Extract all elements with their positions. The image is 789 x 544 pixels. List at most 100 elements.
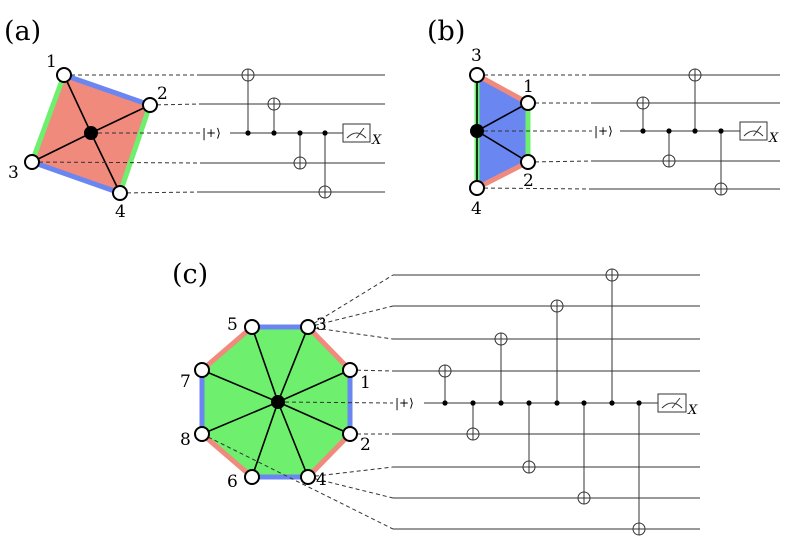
measurement-label: X: [687, 403, 698, 418]
edge-c-2-4: [305, 431, 353, 480]
ancilla-label: |+⟩: [594, 124, 613, 138]
vertex-label: 2: [360, 435, 371, 455]
spoke: [201, 369, 279, 403]
connector: [119, 191, 201, 194]
ancilla-label: |+⟩: [395, 396, 414, 410]
measurement-box: [657, 393, 687, 413]
spoke: [277, 401, 351, 435]
cnot-gate: [438, 364, 452, 406]
qubit-node: [112, 185, 128, 201]
measurement-box: [739, 121, 768, 141]
ancilla-node: [84, 126, 98, 140]
cnot-gate: [522, 400, 536, 474]
cnot-gate: [605, 268, 619, 406]
panel-a: (a) 1 2 3 4 |+⟩: [4, 16, 385, 222]
cnot-gate: [466, 400, 480, 441]
edge-b-2-4: [474, 159, 531, 191]
edge-b-3-1: [474, 72, 531, 106]
qubit-node: [300, 469, 316, 485]
connector: [307, 305, 394, 328]
edge-c-6-8: [199, 431, 255, 480]
ancilla-node: [271, 395, 285, 409]
qubit-node: [244, 319, 260, 335]
edge-a-3-1: [29, 72, 67, 165]
vertex-label: 3: [471, 46, 482, 66]
vertex-label: 4: [471, 199, 482, 219]
measurement-label: X: [768, 131, 779, 146]
vertex-label: 7: [180, 372, 191, 392]
cnot-gate: [318, 130, 332, 199]
spoke: [251, 401, 279, 478]
spoke: [277, 369, 351, 403]
connector: [149, 103, 201, 106]
qubit-node: [342, 426, 358, 442]
spoke: [476, 130, 529, 163]
connector: [527, 160, 593, 163]
vertex-label: 5: [227, 315, 238, 335]
qubit-node: [194, 362, 210, 378]
qubit-node: [56, 67, 72, 83]
qubit-node: [300, 319, 316, 335]
edge-a-2-4: [117, 102, 153, 196]
spoke: [201, 401, 279, 435]
spoke: [476, 102, 529, 132]
vertex-label: 3: [8, 163, 19, 183]
cnot-gate: [267, 97, 281, 136]
edge-c-3-1: [305, 324, 353, 373]
qubit-node: [244, 469, 260, 485]
qubit-node: [469, 67, 485, 83]
vertex-label: 1: [46, 52, 57, 72]
measurement-label: X: [371, 133, 382, 148]
vertex-label: 4: [115, 202, 126, 222]
spoke: [251, 326, 279, 403]
cnot-gate: [293, 130, 307, 170]
connector: [31, 161, 201, 164]
panel-c: (c) 5 3: [172, 259, 700, 536]
vertex-label: 2: [523, 171, 534, 191]
vertex-label: 4: [316, 470, 327, 490]
qubit-node: [520, 154, 536, 170]
cnot-gate: [494, 332, 508, 406]
spoke: [90, 104, 151, 134]
connector: [307, 326, 394, 340]
spoke: [90, 132, 121, 194]
cnot-gate: [636, 96, 650, 134]
cnot-gate: [577, 400, 591, 505]
connector: [201, 433, 394, 530]
edge-a-1-2: [61, 72, 153, 108]
connector: [476, 187, 593, 190]
qubit-node: [194, 426, 210, 442]
connector: [307, 476, 394, 499]
cnot-gate: [241, 68, 255, 136]
cnot-gate: [632, 400, 646, 536]
qubit-node: [469, 180, 485, 196]
vertex-label: 1: [360, 373, 371, 393]
qubit-node: [142, 97, 158, 113]
measurement-box: [342, 123, 371, 143]
panel-label-c: (c): [172, 259, 208, 290]
cnot-gate: [550, 299, 564, 406]
spoke: [63, 74, 92, 134]
connector: [277, 401, 394, 404]
spoke: [277, 401, 309, 478]
vertex-label: 2: [157, 84, 168, 104]
cnot-gate: [688, 68, 702, 134]
cnot-gate: [662, 128, 676, 168]
connector: [307, 466, 394, 478]
cnot-gate: [714, 128, 728, 196]
panel-b: (b) 3 1 2 4 |+⟩: [427, 16, 780, 219]
vertex-label: 6: [227, 472, 238, 492]
qubit-node: [342, 362, 358, 378]
connector: [307, 274, 394, 328]
ancilla-node: [470, 124, 484, 138]
ancilla-label: |+⟩: [202, 126, 221, 140]
qubit-node: [24, 154, 40, 170]
spoke: [277, 326, 309, 403]
edge-a-4-3: [29, 159, 123, 196]
qubit-node: [520, 95, 536, 111]
panel-label-a: (a): [4, 16, 41, 47]
vertex-label: 8: [180, 430, 191, 450]
plaquette-b: [477, 75, 528, 188]
